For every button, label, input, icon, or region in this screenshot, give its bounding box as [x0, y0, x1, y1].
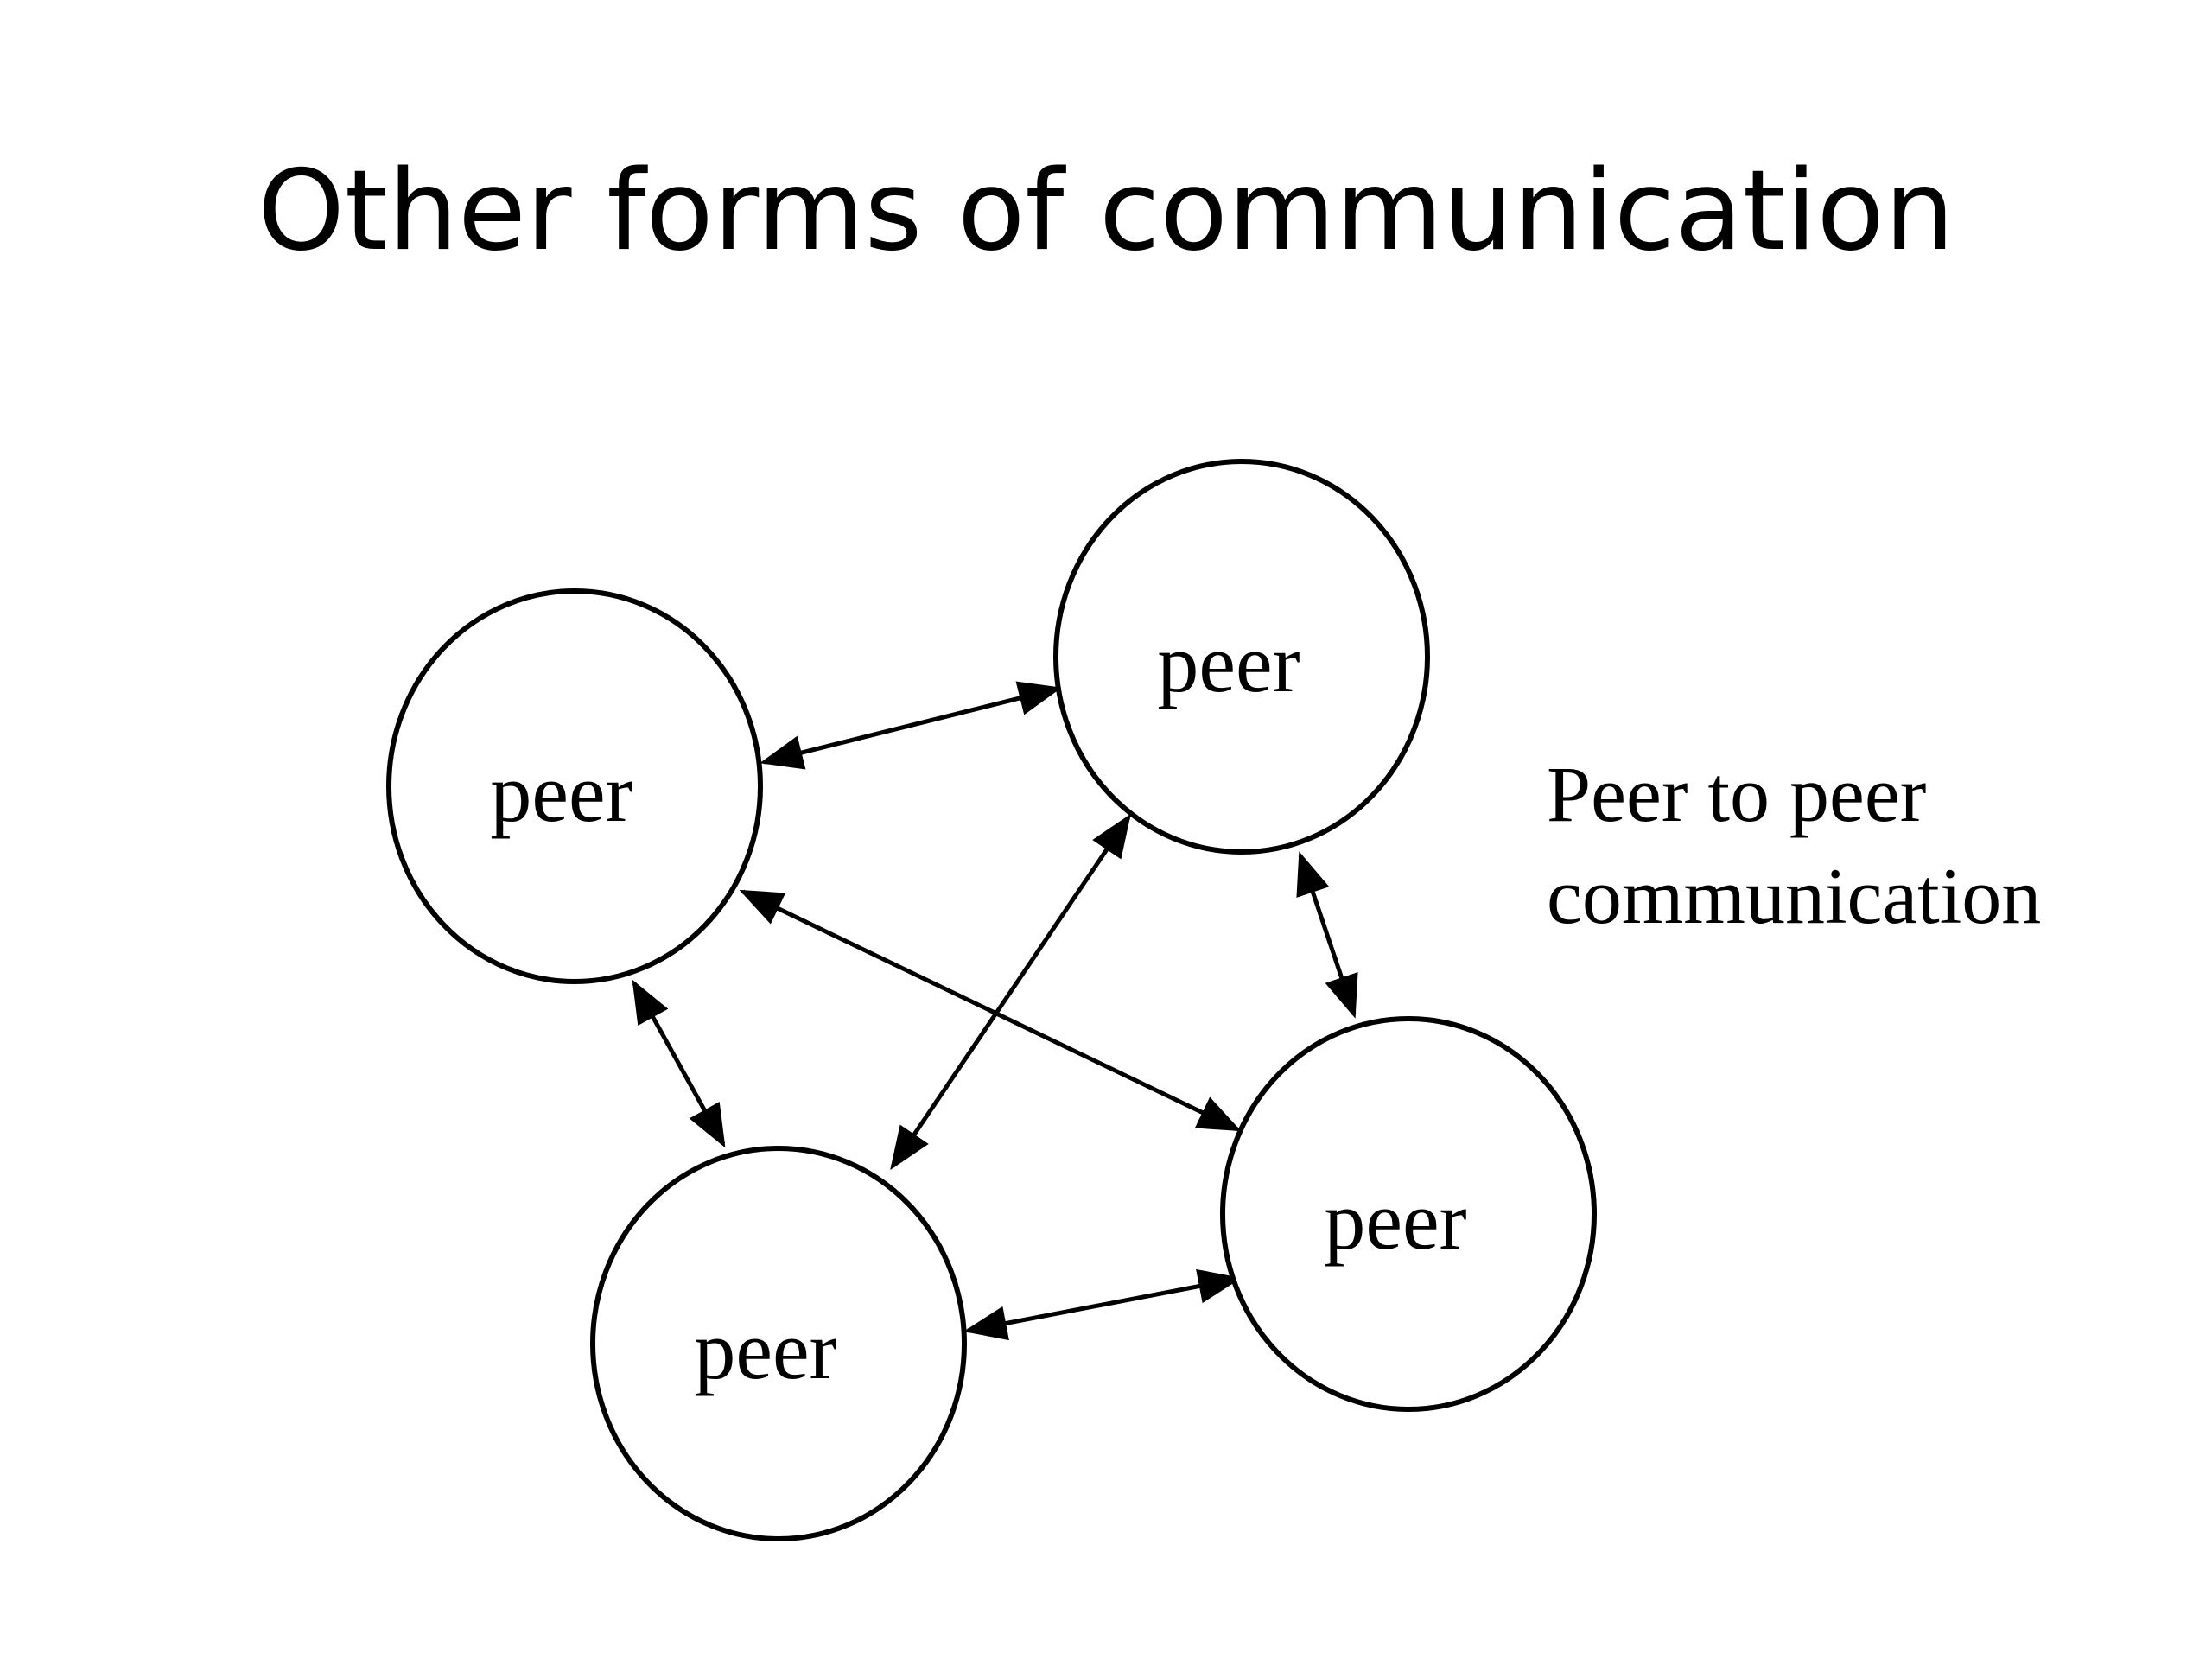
caption-line-1: Peer to peer	[1547, 750, 1927, 838]
edge-top-left-to-top-right	[760, 681, 1062, 770]
edge-top-left-to-bottom-left	[632, 979, 726, 1148]
peer-node-bottom-right: peer	[1220, 1016, 1597, 1412]
peer-node-top-right: peer	[1053, 459, 1430, 855]
peer-node-bottom-left: peer	[590, 1146, 967, 1541]
edge-top-right-to-bottom-left	[890, 813, 1131, 1171]
slide-title: Other forms of communication	[257, 147, 1955, 276]
peer-label: peer	[1157, 617, 1300, 709]
caption-line-2: communication	[1547, 852, 2042, 940]
peer-label: peer	[694, 1304, 836, 1396]
peer-node-top-left: peer	[386, 588, 763, 984]
peer-label: peer	[490, 747, 632, 839]
peer-label: peer	[1324, 1174, 1466, 1267]
edge-top-left-to-bottom-right	[739, 889, 1242, 1132]
edge-bottom-left-to-bottom-right	[963, 1268, 1242, 1341]
edge-top-right-to-bottom-right	[1296, 851, 1358, 1019]
diagram-caption: Peer to peer communication	[1547, 743, 2041, 947]
